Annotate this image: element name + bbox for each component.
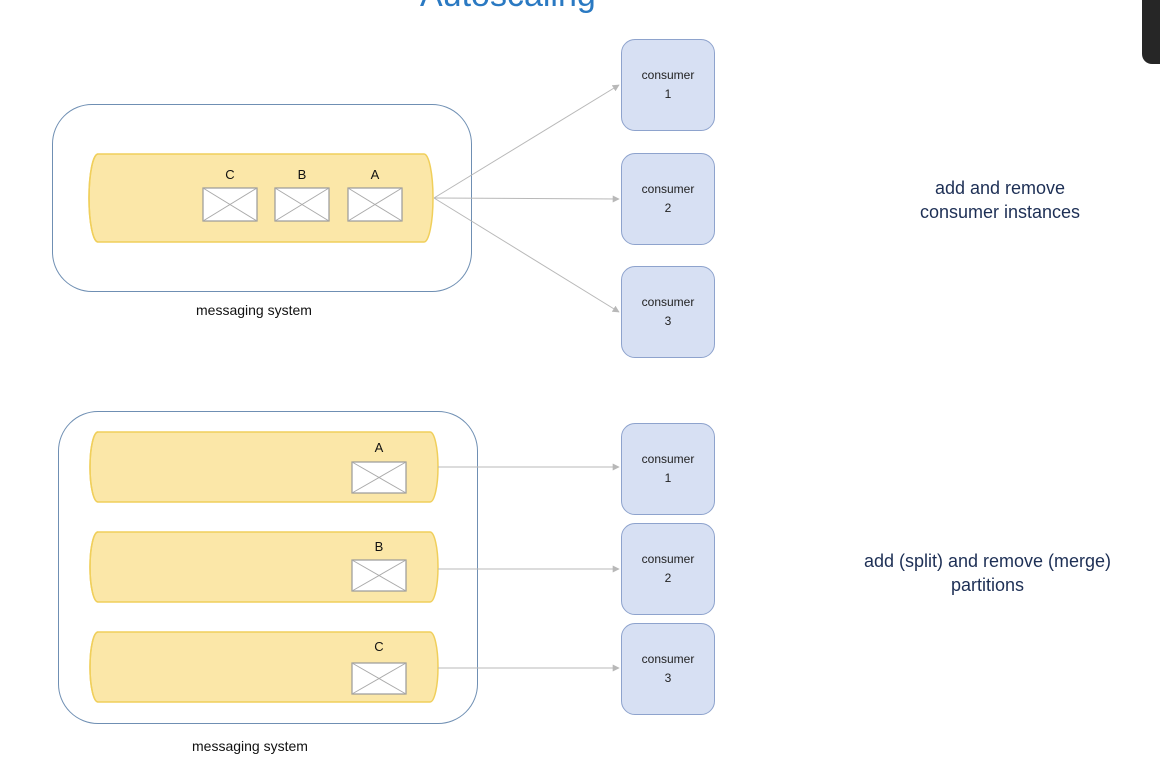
envelope-icon [351,461,407,494]
bottom-note-line1: add (split) and remove (merge) [863,551,1112,571]
bottom-partition-2: B [89,531,439,603]
bottom-note-line2: partitions [950,575,1025,595]
top-consumer-1-word: consumer [641,68,695,82]
top-message-c: C [202,167,258,222]
top-consumer-3-word: consumer [641,295,695,309]
top-note: add and remove consumer instances [880,176,1120,224]
envelope-icon [351,559,407,592]
top-message-b-label: B [298,167,307,182]
top-message-a-label: A [371,167,380,182]
top-queue [88,153,434,243]
bottom-consumer-3-word: consumer [641,652,695,666]
bottom-note: add (split) and remove (merge) partition… [830,549,1145,597]
envelope-icon [351,662,407,695]
bottom-consumer-3-num: 3 [664,671,672,685]
top-message-c-label: C [225,167,234,182]
bottom-consumer-1-word: consumer [641,452,695,466]
top-message-b: B [274,167,330,222]
top-consumer-3-num: 3 [664,314,672,328]
bottom-partition-1: A [89,431,439,503]
bottom-consumer-1: consumer 1 [621,423,715,515]
bottom-consumer-2-num: 2 [664,571,672,585]
bottom-partition-3-message-label: C [374,639,383,654]
diagram-title: Autoscaling [420,0,720,15]
corner-overlay [1142,0,1160,64]
top-consumer-2-num: 2 [664,201,672,215]
top-arrow-to-consumer-2 [433,195,620,203]
bottom-messaging-system-box [58,411,478,724]
top-note-line1: add and remove [934,178,1066,198]
top-consumer-1: consumer 1 [621,39,715,131]
top-consumer-2-word: consumer [641,182,695,196]
top-consumer-1-num: 1 [664,87,672,101]
bottom-consumer-1-num: 1 [664,471,672,485]
bottom-consumer-2-word: consumer [641,552,695,566]
top-consumer-3: consumer 3 [621,266,715,358]
bottom-consumer-3: consumer 3 [621,623,715,715]
top-note-line2: consumer instances [919,202,1081,222]
bottom-partition-2-message-label: B [375,539,384,554]
top-arrow-to-consumer-3 [433,197,620,313]
envelope-icon [202,187,258,222]
bottom-partition-3: C [89,631,439,703]
bottom-messaging-system-label: messaging system [192,738,308,754]
bottom-consumer-2: consumer 2 [621,523,715,615]
envelope-icon [347,187,403,222]
top-arrow-to-consumer-1 [433,84,620,199]
bottom-partition-1-message-label: A [375,440,384,455]
top-message-a: A [347,167,403,222]
top-messaging-system-label: messaging system [196,302,312,318]
envelope-icon [274,187,330,222]
top-consumer-2: consumer 2 [621,153,715,245]
